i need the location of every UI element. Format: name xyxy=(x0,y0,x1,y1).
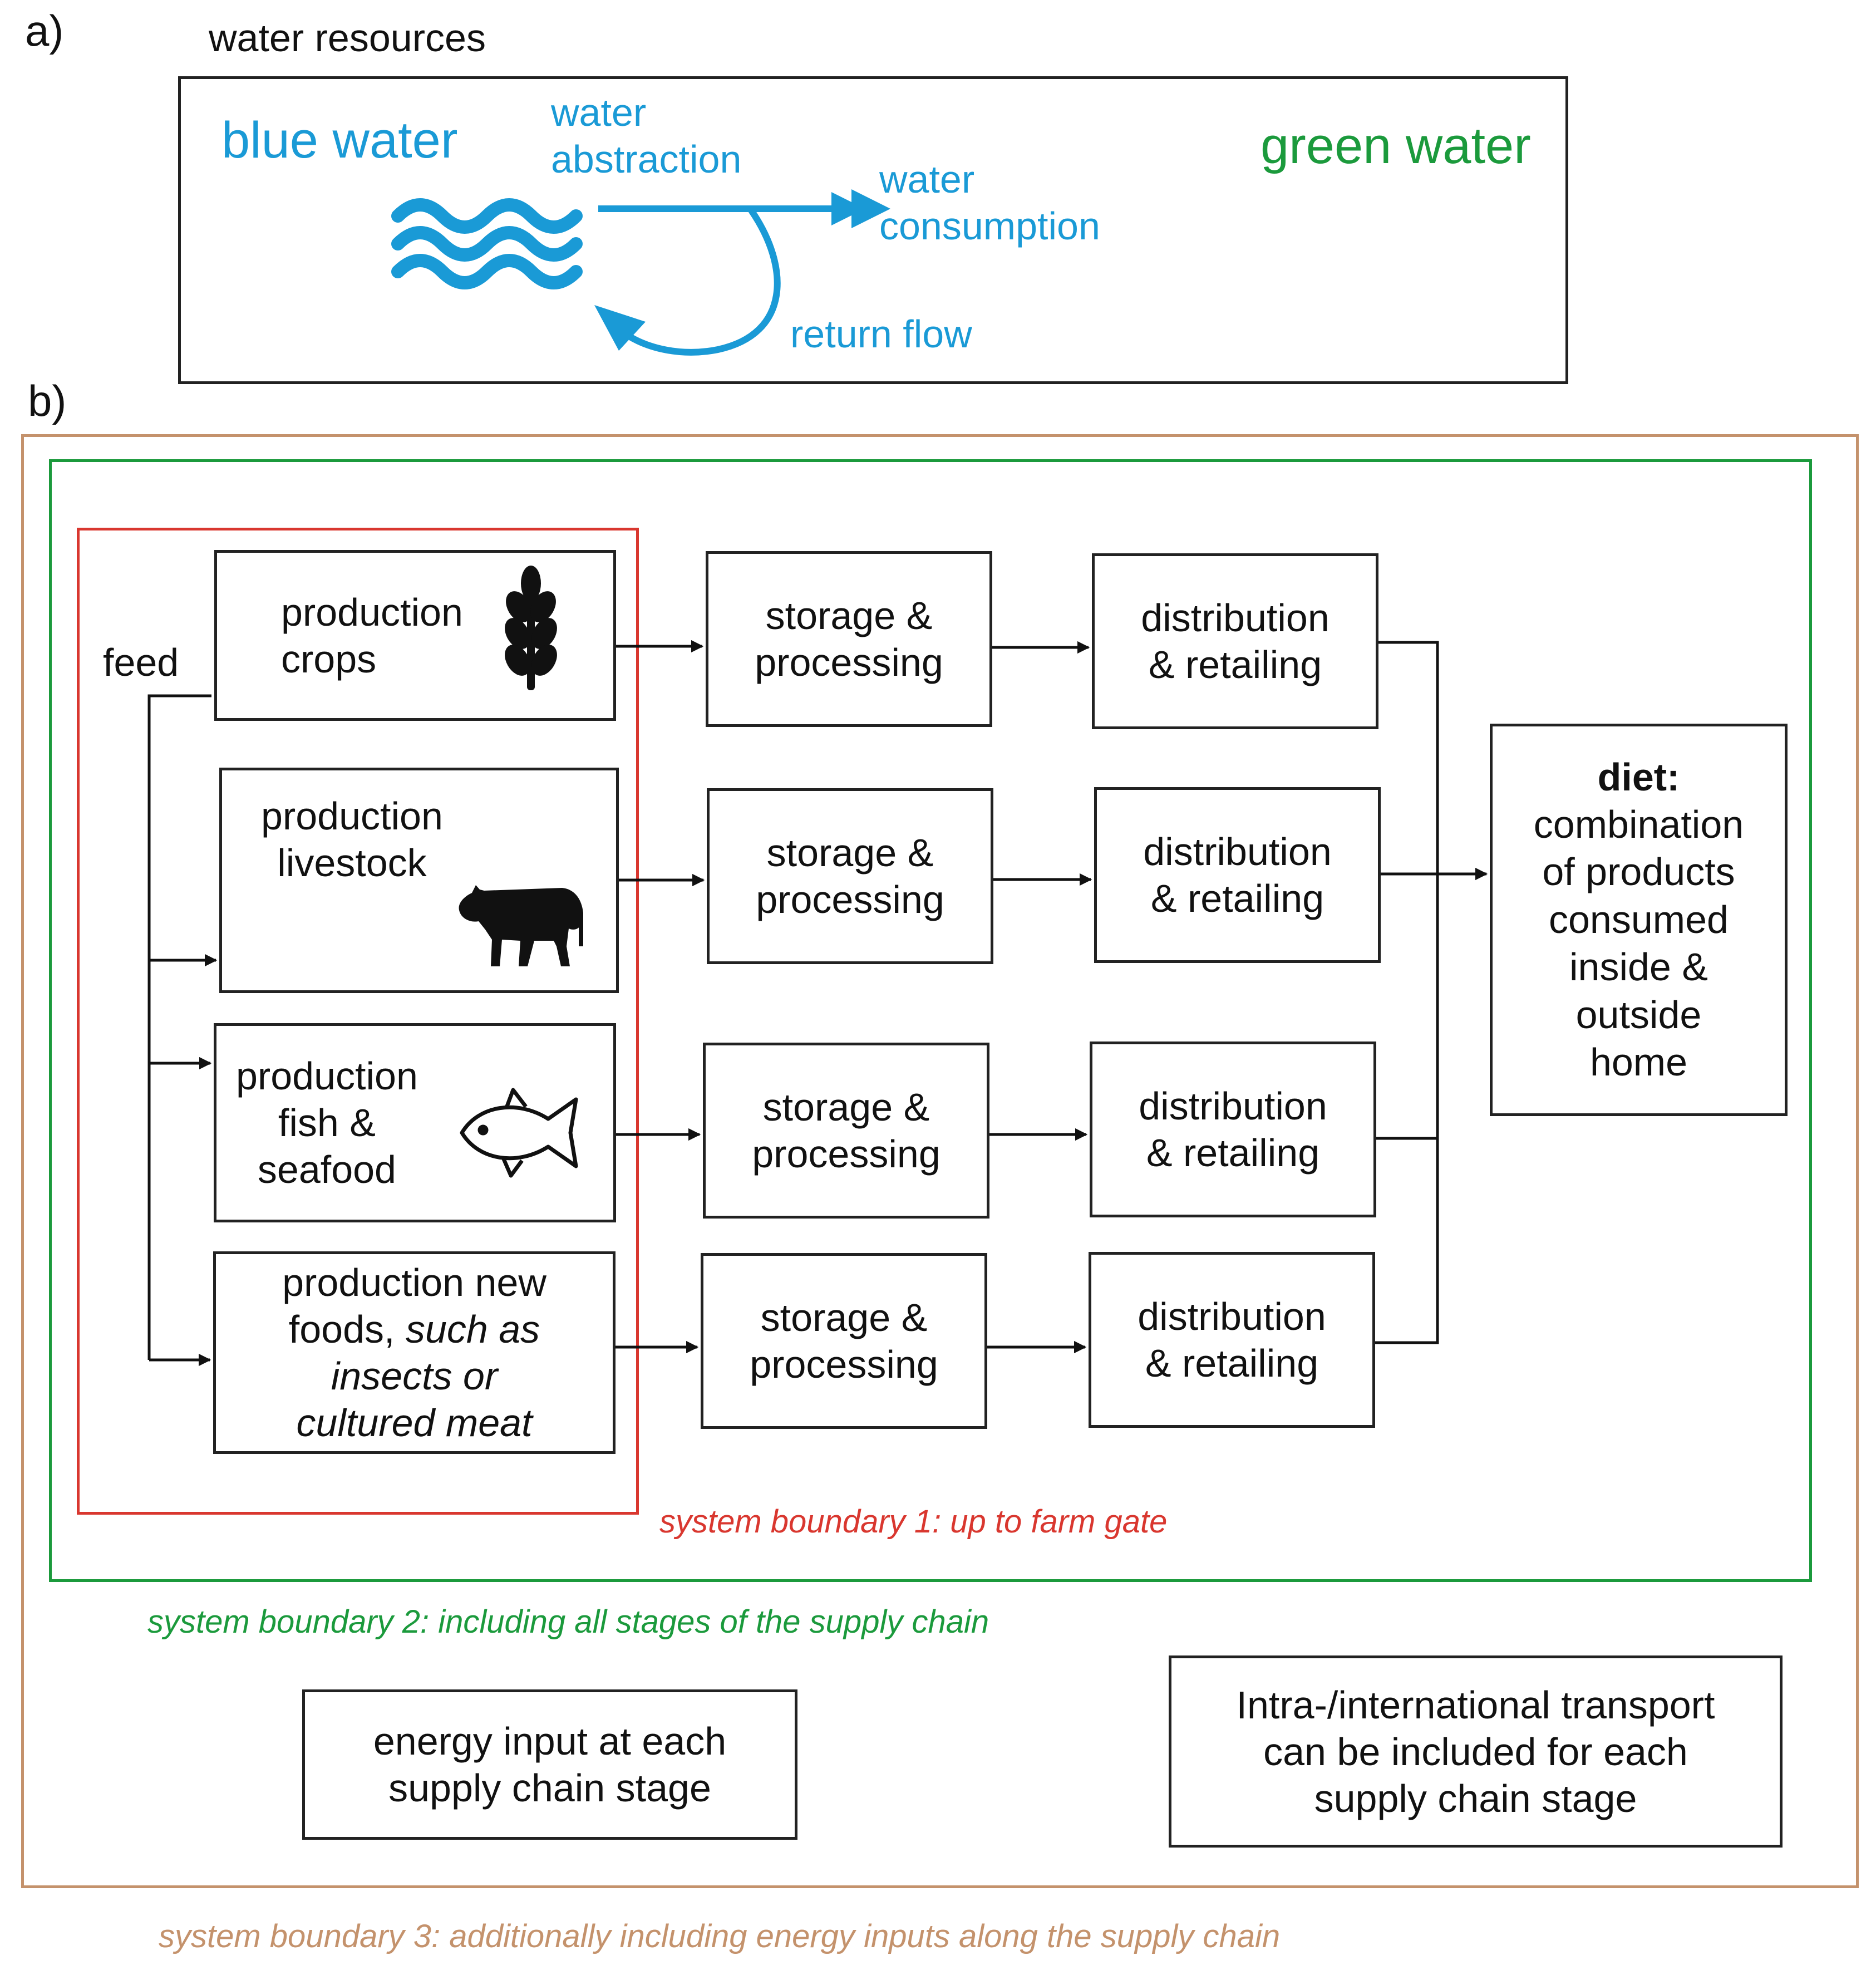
production-new-line2a: foods, xyxy=(288,1308,406,1351)
panel-a-label: a) xyxy=(25,6,64,55)
return-flow-label: return flow xyxy=(790,312,972,356)
production-new-line1: production new xyxy=(282,1261,546,1304)
transport-line3: supply chain stage xyxy=(1314,1776,1637,1820)
water-resources-title: water resources xyxy=(209,16,486,60)
production-new-line4: cultured meat xyxy=(296,1401,533,1445)
blue-water-label: blue water xyxy=(221,112,458,169)
feed-line xyxy=(147,694,211,1360)
fish-icon xyxy=(460,1088,578,1178)
diet-line-2: of products xyxy=(1542,850,1735,894)
storage-line1-2: storage & xyxy=(766,831,934,875)
storage-line1-4: storage & xyxy=(760,1296,928,1339)
diet-box: diet: combination of products consumed i… xyxy=(1490,724,1788,1116)
water-consumption-line2: consumption xyxy=(879,204,1100,248)
production-fish-line1: production xyxy=(236,1054,418,1098)
feed-label: feed xyxy=(103,641,179,684)
water-resources-box xyxy=(178,76,1568,384)
return-flow-arrow xyxy=(616,208,781,356)
production-livestock-line2: livestock xyxy=(277,841,427,885)
system-boundary-2-frame xyxy=(49,459,1812,1582)
green-water-label: green water xyxy=(1260,117,1531,174)
distribution-retailing-box-1: distribution & retailing xyxy=(1092,553,1378,729)
production-crops-line2: crops xyxy=(281,637,377,681)
energy-line1: energy input at each xyxy=(373,1720,727,1763)
production-livestock-line1: production xyxy=(261,794,443,838)
cow-icon xyxy=(459,885,583,966)
production-new-line2b: such as xyxy=(405,1308,540,1351)
energy-input-box: energy input at each supply chain stage xyxy=(302,1689,797,1840)
diet-line-1: combination xyxy=(1533,803,1744,847)
production-fish-line3: seafood xyxy=(257,1148,396,1191)
distribution-line2-4: & retailing xyxy=(1145,1342,1319,1385)
storage-line2-3: processing xyxy=(752,1132,941,1176)
system-boundary-2-caption: system boundary 2: including all stages … xyxy=(147,1604,989,1640)
water-abstraction-line1: water xyxy=(551,91,647,134)
transport-box: Intra-/international transport can be in… xyxy=(1169,1655,1783,1848)
distribution-bus xyxy=(1375,641,1439,1344)
storage-processing-box-4: storage & processing xyxy=(701,1253,987,1429)
distribution-line1-3: distribution xyxy=(1139,1084,1327,1128)
system-boundary-1-caption: system boundary 1: up to farm gate xyxy=(659,1504,1168,1540)
water-abstraction-line2: abstraction xyxy=(551,137,742,181)
production-fish-line2: fish & xyxy=(278,1101,376,1144)
distribution-line2-3: & retailing xyxy=(1146,1131,1320,1175)
storage-line2-1: processing xyxy=(755,641,943,684)
transport-line1: Intra-/international transport xyxy=(1236,1683,1715,1727)
distribution-line1-1: distribution xyxy=(1141,596,1330,640)
diet-line-4: inside & xyxy=(1569,945,1708,989)
diet-title: diet: xyxy=(1597,755,1680,799)
storage-line2-2: processing xyxy=(756,878,944,921)
production-livestock-box: production livestock xyxy=(219,768,619,993)
system-boundary-3-caption: system boundary 3: additionally includin… xyxy=(159,1918,1281,1954)
production-new-line2: foods, such as xyxy=(289,1306,540,1353)
storage-line2-4: processing xyxy=(750,1343,938,1386)
panel-b-label: b) xyxy=(28,376,67,425)
storage-processing-box-2: storage & processing xyxy=(707,788,993,964)
return-flow-arrow-head xyxy=(594,305,646,351)
production-new-foods-box: production new foods, such as insects or… xyxy=(213,1251,616,1454)
abstraction-arrow-head xyxy=(851,189,890,228)
water-consumption-line1: water xyxy=(879,158,975,201)
storage-line1-1: storage & xyxy=(765,594,933,637)
distribution-line2-1: & retailing xyxy=(1148,643,1322,686)
water-consumption-label: water consumption xyxy=(879,156,1100,249)
diet-line-3: consumed xyxy=(1549,897,1729,941)
distribution-line1-2: distribution xyxy=(1143,830,1332,873)
production-new-line3: insects or xyxy=(331,1354,498,1398)
system-boundary-3-frame xyxy=(21,434,1859,1888)
production-crops-box: production crops xyxy=(214,550,616,721)
storage-processing-box-3: storage & processing xyxy=(703,1043,989,1219)
production-crops-line1: production xyxy=(281,590,463,634)
distribution-retailing-box-2: distribution & retailing xyxy=(1094,787,1381,963)
distribution-line1-4: distribution xyxy=(1138,1295,1326,1338)
distribution-line2-2: & retailing xyxy=(1150,877,1324,920)
water-waves-icon xyxy=(391,198,583,289)
storage-line1-3: storage & xyxy=(762,1085,930,1129)
storage-processing-box-1: storage & processing xyxy=(706,551,992,727)
system-boundary-1-frame xyxy=(77,528,639,1515)
production-fish-seafood-box: production fish & seafood xyxy=(214,1023,616,1222)
water-abstraction-label: water abstraction xyxy=(551,89,741,183)
transport-line2: can be included for each xyxy=(1263,1730,1688,1774)
wheat-icon xyxy=(505,566,557,690)
diet-line-5: outside xyxy=(1575,993,1702,1036)
energy-line2: supply chain stage xyxy=(388,1766,711,1810)
distribution-retailing-box-4: distribution & retailing xyxy=(1089,1252,1375,1428)
distribution-retailing-box-3: distribution & retailing xyxy=(1090,1042,1376,1217)
diet-line-6: home xyxy=(1589,1040,1688,1084)
